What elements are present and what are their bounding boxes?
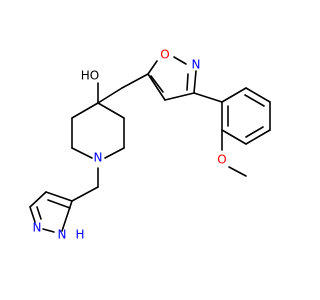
bond: [29, 206, 36, 223]
bond: [42, 228, 55, 233]
bond: [245, 126, 264, 138]
pyrazole-nh-nitrogen-label: N: [58, 228, 67, 242]
bond: [97, 87, 123, 104]
bond: [150, 75, 164, 93]
bond: [71, 102, 99, 119]
bond: [193, 92, 223, 103]
bond: [221, 129, 247, 145]
bond: [164, 92, 195, 101]
hydroxyl-label: HO: [81, 69, 99, 83]
bond: [71, 186, 99, 202]
bond: [228, 166, 247, 177]
bond: [245, 87, 271, 103]
bond: [121, 73, 149, 89]
bond: [36, 206, 42, 220]
bond: [29, 191, 47, 208]
atom-labels: HO O N N N N H O: [33, 48, 227, 242]
bond: [245, 129, 271, 145]
canvas-background: [0, 0, 300, 300]
pyrazole-nitrogen-label: N: [33, 221, 42, 235]
bond: [244, 94, 265, 107]
isoxazole-nitrogen-label: N: [192, 58, 201, 72]
isoxazole-oxygen-label: O: [160, 48, 169, 62]
bond: [147, 73, 166, 101]
bond: [47, 199, 71, 209]
bond: [104, 147, 125, 159]
bond: [173, 56, 187, 65]
bond: [193, 70, 197, 94]
methoxy-oxygen-label: O: [217, 153, 226, 167]
bond: [45, 191, 73, 202]
pyrazole-nh-hydrogen-label: H: [75, 228, 84, 242]
bond: [147, 60, 158, 75]
bond: [71, 147, 93, 159]
molecule-structure: HO O N N N N H O: [0, 0, 300, 300]
bond: [97, 102, 125, 119]
bond: [61, 200, 73, 232]
piperidine-nitrogen-label: N: [94, 151, 103, 165]
bond: [186, 73, 189, 91]
bond-group: [29, 56, 271, 233]
bond: [221, 87, 247, 103]
